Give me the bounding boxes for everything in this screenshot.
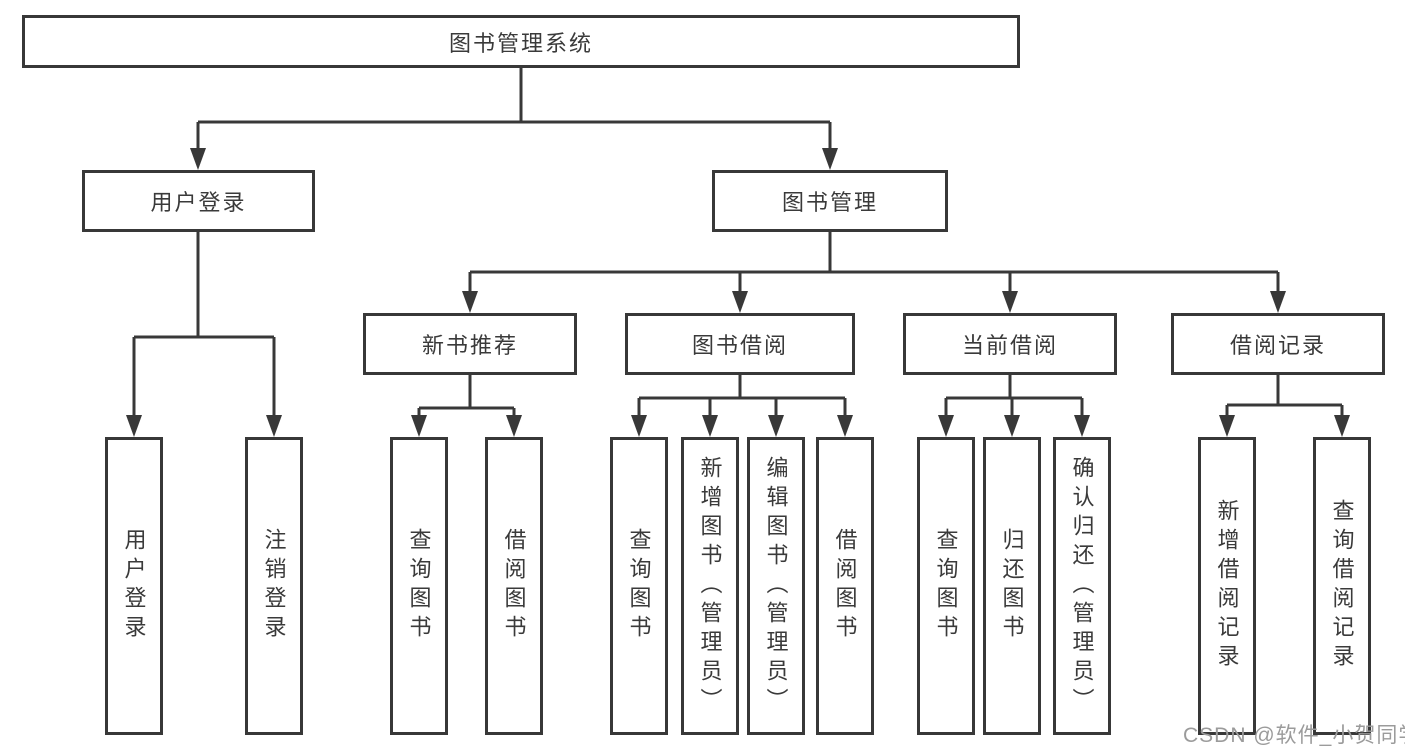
leaf-query-books-recommend-label: 查询图书: [406, 528, 432, 644]
leaf-query-borrow-record-label: 查询借阅记录: [1329, 499, 1355, 673]
leaf-add-book-admin-label: 新增图书（管理员）: [697, 455, 723, 717]
leaf-return-books-label: 归还图书: [999, 528, 1025, 644]
node-new-book-recommendation-label: 新书推荐: [421, 333, 518, 358]
leaf-query-books-borrowing-label: 查询图书: [626, 528, 652, 644]
node-borrowing-records-label: 借阅记录: [1229, 333, 1326, 358]
node-borrowing-records: 借阅记录: [1171, 313, 1385, 375]
node-current-borrowing-label: 当前借阅: [961, 333, 1058, 358]
node-book-borrowing-label: 图书借阅: [691, 333, 788, 358]
leaf-query-borrow-record: 查询借阅记录: [1313, 437, 1371, 735]
leaf-logout: 注销登录: [245, 437, 303, 735]
leaf-borrow-books-recommend-label: 借阅图书: [501, 528, 527, 644]
csdn-watermark: CSDN @软件_小贺同学: [1183, 724, 1405, 747]
leaf-edit-book-admin: 编辑图书（管理员）: [747, 437, 805, 735]
leaf-user-login-label: 用户登录: [121, 528, 147, 644]
leaf-confirm-return-admin: 确认归还（管理员）: [1053, 437, 1111, 735]
leaf-return-books: 归还图书: [983, 437, 1041, 735]
leaf-query-books-current-label: 查询图书: [933, 528, 959, 644]
leaf-confirm-return-admin-label: 确认归还（管理员）: [1069, 455, 1095, 717]
leaf-add-book-admin: 新增图书（管理员）: [681, 437, 739, 735]
leaf-edit-book-admin-label: 编辑图书（管理员）: [763, 455, 789, 717]
node-new-book-recommendation: 新书推荐: [363, 313, 577, 375]
root-node-label: 图书管理系统: [448, 30, 593, 56]
leaf-user-login: 用户登录: [105, 437, 163, 735]
leaf-borrow-books-borrowing-label: 借阅图书: [832, 528, 858, 644]
arrowheads: [126, 148, 1350, 437]
leaf-borrow-books-recommend: 借阅图书: [485, 437, 543, 735]
node-book-management-label: 图书管理: [781, 190, 878, 215]
leaf-query-books-recommend: 查询图书: [390, 437, 448, 735]
leaf-query-books-current: 查询图书: [917, 437, 975, 735]
node-user-login: 用户登录: [82, 170, 315, 232]
leaf-add-borrow-record-label: 新增借阅记录: [1214, 499, 1240, 673]
node-current-borrowing: 当前借阅: [903, 313, 1117, 375]
node-user-login-label: 用户登录: [150, 190, 247, 215]
root-node-library-management-system: 图书管理系统: [22, 15, 1020, 68]
leaf-logout-label: 注销登录: [261, 528, 287, 644]
leaf-query-books-borrowing: 查询图书: [610, 437, 668, 735]
leaf-add-borrow-record: 新增借阅记录: [1198, 437, 1256, 735]
node-book-management: 图书管理: [712, 170, 948, 232]
leaf-borrow-books-borrowing: 借阅图书: [816, 437, 874, 735]
node-book-borrowing: 图书借阅: [625, 313, 855, 375]
